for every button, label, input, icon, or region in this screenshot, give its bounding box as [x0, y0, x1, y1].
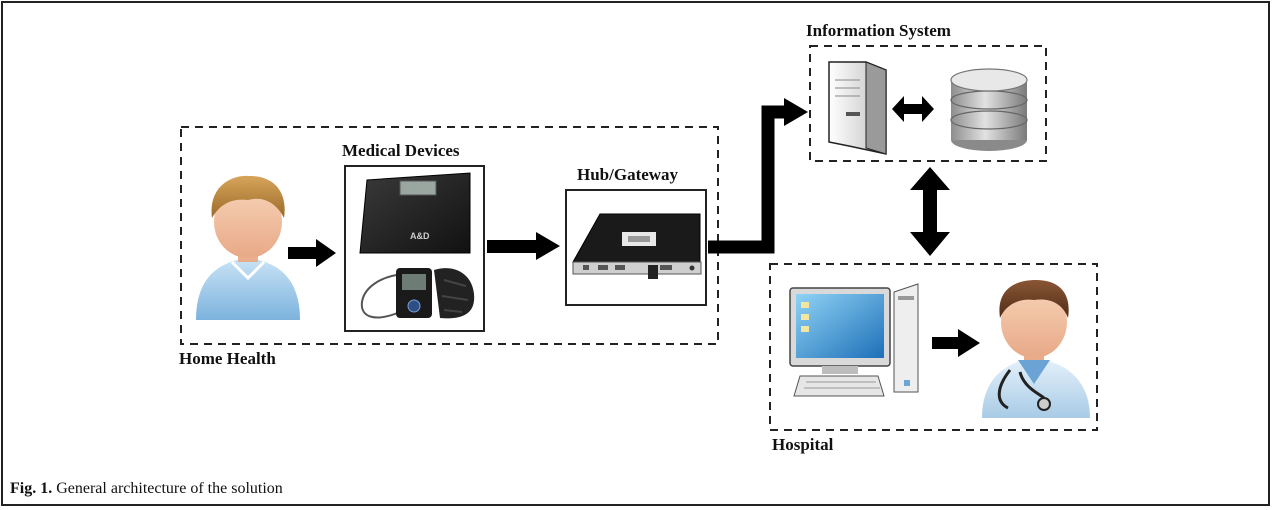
- doctor-icon: [982, 280, 1090, 418]
- gateway-device-icon: [572, 213, 702, 279]
- arrow-devices-to-hub: [487, 232, 560, 260]
- hub-gateway-label: Hub/Gateway: [577, 165, 679, 184]
- hospital-label: Hospital: [772, 435, 834, 454]
- arrow-server-database: [892, 96, 934, 122]
- arrow-patient-to-devices: [288, 239, 336, 267]
- patient-icon: [196, 175, 300, 320]
- desktop-computer-icon: [789, 283, 919, 397]
- information-system-box: [809, 45, 1047, 162]
- home-health-box: [180, 126, 719, 345]
- arrow-information-system-hospital: [910, 167, 950, 256]
- blood-pressure-monitor-icon: [360, 268, 475, 319]
- figure-caption: Fig. 1. General architecture of the solu…: [10, 480, 283, 498]
- device-brand-label: A&D: [410, 231, 430, 241]
- hospital-box: [769, 263, 1098, 431]
- weight-scale-icon: A&D: [359, 172, 471, 254]
- caption-text: General architecture of the solution: [56, 480, 283, 497]
- home-health-label: Home Health: [179, 349, 276, 368]
- arrow-hub-to-information-system: [708, 98, 808, 254]
- caption-prefix: Fig. 1.: [10, 480, 53, 497]
- information-system-label: Information System: [806, 21, 951, 40]
- arrow-computer-to-doctor: [932, 329, 980, 357]
- database-icon: [950, 68, 1028, 151]
- medical-devices-label: Medical Devices: [342, 141, 460, 160]
- server-icon: [828, 61, 887, 155]
